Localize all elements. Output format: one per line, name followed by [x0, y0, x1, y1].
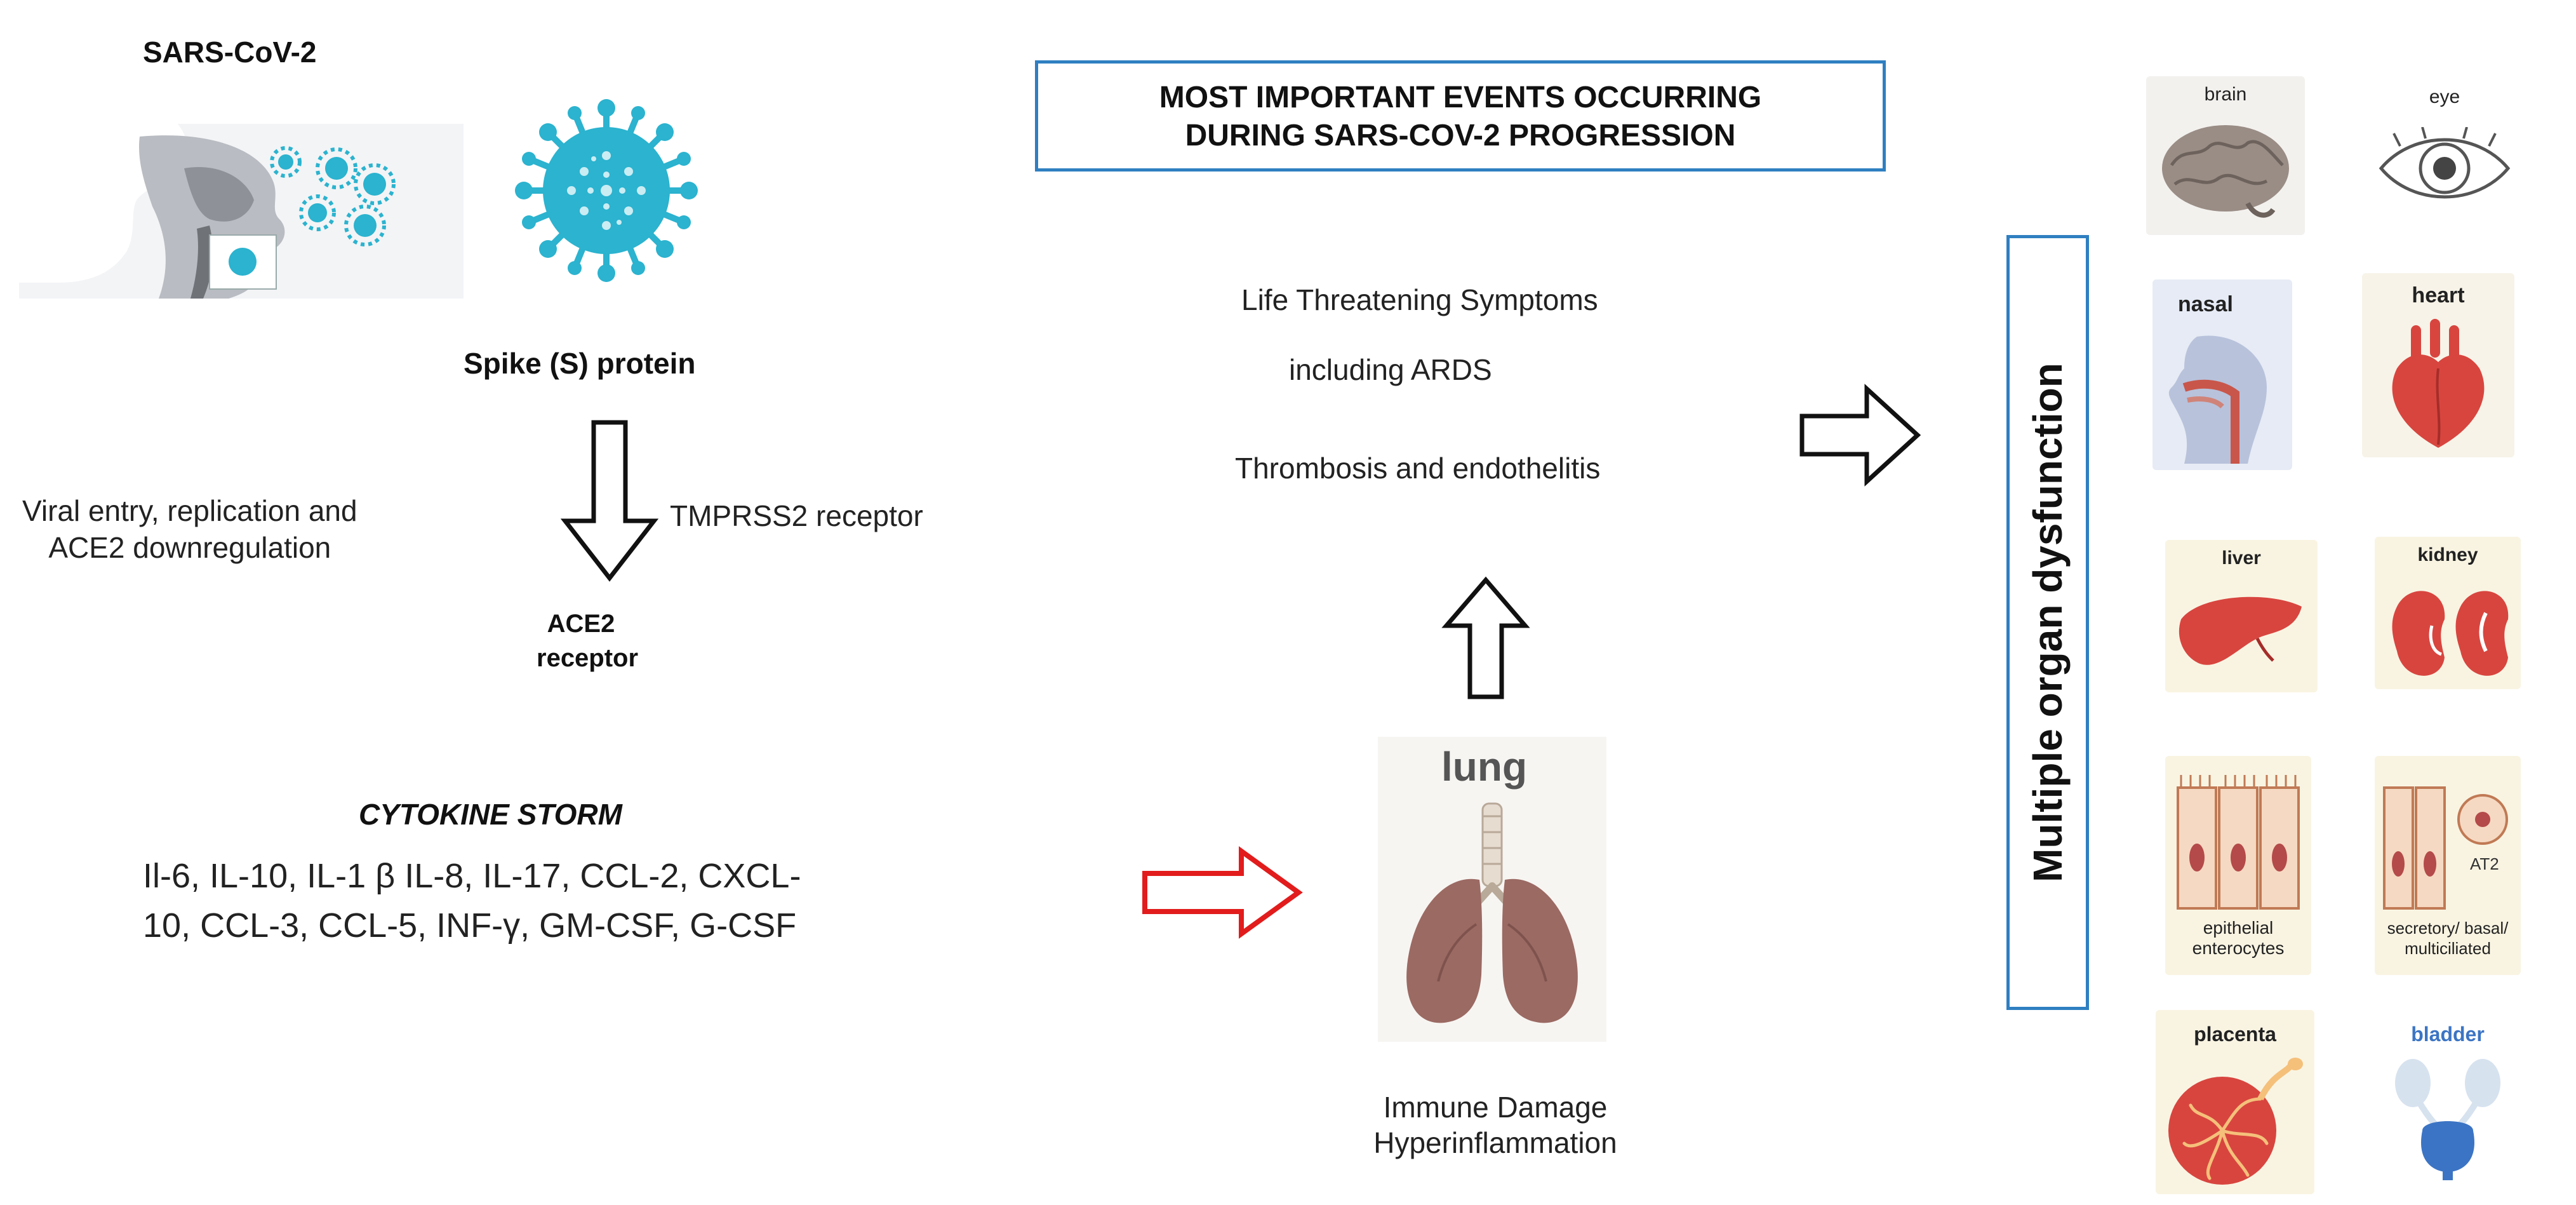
- secretory-icon: [2383, 786, 2508, 910]
- lung-icon: [1406, 802, 1578, 1023]
- organ-dysfunction-title: Multiple organ dysfunction: [2025, 363, 2071, 882]
- nasal-icon: [2168, 335, 2267, 464]
- bladder-icon: [2395, 1059, 2500, 1180]
- bladder-card: bladder: [2375, 1010, 2521, 1188]
- right-arrow: [1799, 384, 1921, 487]
- spike-protein-label: Spike (S) protein: [464, 347, 696, 380]
- eye-card: eye: [2368, 76, 2521, 229]
- placenta-label: placenta: [2194, 1023, 2276, 1046]
- heart-icon: [2392, 319, 2485, 448]
- virus-icon: [515, 99, 698, 282]
- events-box-line-2: DURING SARS-COV-2 PROGRESSION: [1185, 119, 1736, 152]
- liver-label: liver: [2222, 548, 2261, 569]
- symptom-thrombosis: Thrombosis and endothelitis: [1235, 452, 1601, 485]
- kidney-label: kidney: [2417, 544, 2478, 565]
- lung-label: lung: [1441, 744, 1528, 790]
- organ-dysfunction-box: [2006, 235, 2089, 1010]
- epithelial-line-2: enterocytes: [2192, 938, 2285, 958]
- liver-card: liver: [2165, 540, 2318, 692]
- heart-label: heart: [2412, 283, 2465, 307]
- bladder-label: bladder: [2411, 1023, 2485, 1046]
- immune-damage-label: Immune Damage Hyperinflammation: [1305, 1089, 1686, 1161]
- cytokine-list: Il-6, IL-10, IL-1 β IL-8, IL-17, CCL-2, …: [143, 851, 801, 950]
- secretory-line-2: multiciliated: [2405, 939, 2491, 958]
- ace2-line-1: ACE2: [547, 610, 615, 638]
- at2-label: AT2: [2470, 854, 2499, 873]
- secretory-line-1: secretory/ basal/: [2387, 919, 2509, 938]
- events-box-line-1: MOST IMPORTANT EVENTS OCCURRING: [1159, 81, 1762, 114]
- brain-label: brain: [2204, 84, 2247, 105]
- eye-icon: [2379, 127, 2511, 199]
- cytokine-arrow: [1142, 846, 1303, 939]
- brain-icon: [2162, 125, 2289, 218]
- nasal-card: nasal: [2152, 279, 2292, 470]
- heart-card: heart: [2362, 273, 2514, 457]
- secretory-card: AT2 secretory/ basal/ multiciliated: [2375, 756, 2521, 975]
- epithelial-icon: [2177, 775, 2300, 910]
- kidney-icon: [2392, 591, 2509, 676]
- kidney-card: kidney: [2375, 537, 2521, 689]
- up-arrow: [1441, 576, 1530, 699]
- viral-entry-label: Viral entry, replication and ACE2 downre…: [22, 492, 357, 566]
- ace2-line-2: receptor: [537, 644, 639, 672]
- secretory-label: secretory/ basal/ multiciliated: [2375, 918, 2521, 959]
- symptom-life-threatening: Life Threatening Symptoms: [1241, 283, 1598, 316]
- viral-entry-line-2: ACE2 downregulation: [48, 531, 331, 564]
- liver-icon: [2179, 596, 2302, 665]
- down-arrow: [560, 420, 659, 582]
- tmprss2-label: TMPRSS2 receptor: [670, 499, 923, 532]
- brain-card: brain: [2146, 76, 2305, 235]
- immune-line-2: Hyperinflammation: [1373, 1126, 1617, 1159]
- epithelial-label: epithelial enterocytes: [2165, 918, 2311, 959]
- placenta-card: placenta: [2156, 1010, 2314, 1194]
- epithelial-card: epithelial enterocytes: [2165, 756, 2311, 975]
- events-box: MOST IMPORTANT EVENTS OCCURRING DURING S…: [1035, 60, 1886, 172]
- eye-label: eye: [2429, 86, 2460, 107]
- cytokine-storm-title: CYTOKINE STORM: [359, 798, 622, 831]
- head-silhouette-illustration: [19, 124, 464, 299]
- epithelial-line-1: epithelial: [2203, 918, 2274, 938]
- virus-title: SARS-CoV-2: [143, 36, 317, 69]
- cytokine-list-line-2: 10, CCL-3, CCL-5, INF-γ, GM-CSF, G-CSF: [143, 906, 797, 945]
- symptom-ards: including ARDS: [1289, 353, 1492, 386]
- ace2-receptor-label: ACE2 receptor: [537, 607, 639, 675]
- placenta-icon: [2168, 1058, 2303, 1185]
- nasal-label: nasal: [2178, 292, 2233, 316]
- cytokine-list-line-1: Il-6, IL-10, IL-1 β IL-8, IL-17, CCL-2, …: [143, 857, 801, 895]
- viral-entry-line-1: Viral entry, replication and: [22, 494, 357, 527]
- immune-line-1: Immune Damage: [1383, 1091, 1608, 1124]
